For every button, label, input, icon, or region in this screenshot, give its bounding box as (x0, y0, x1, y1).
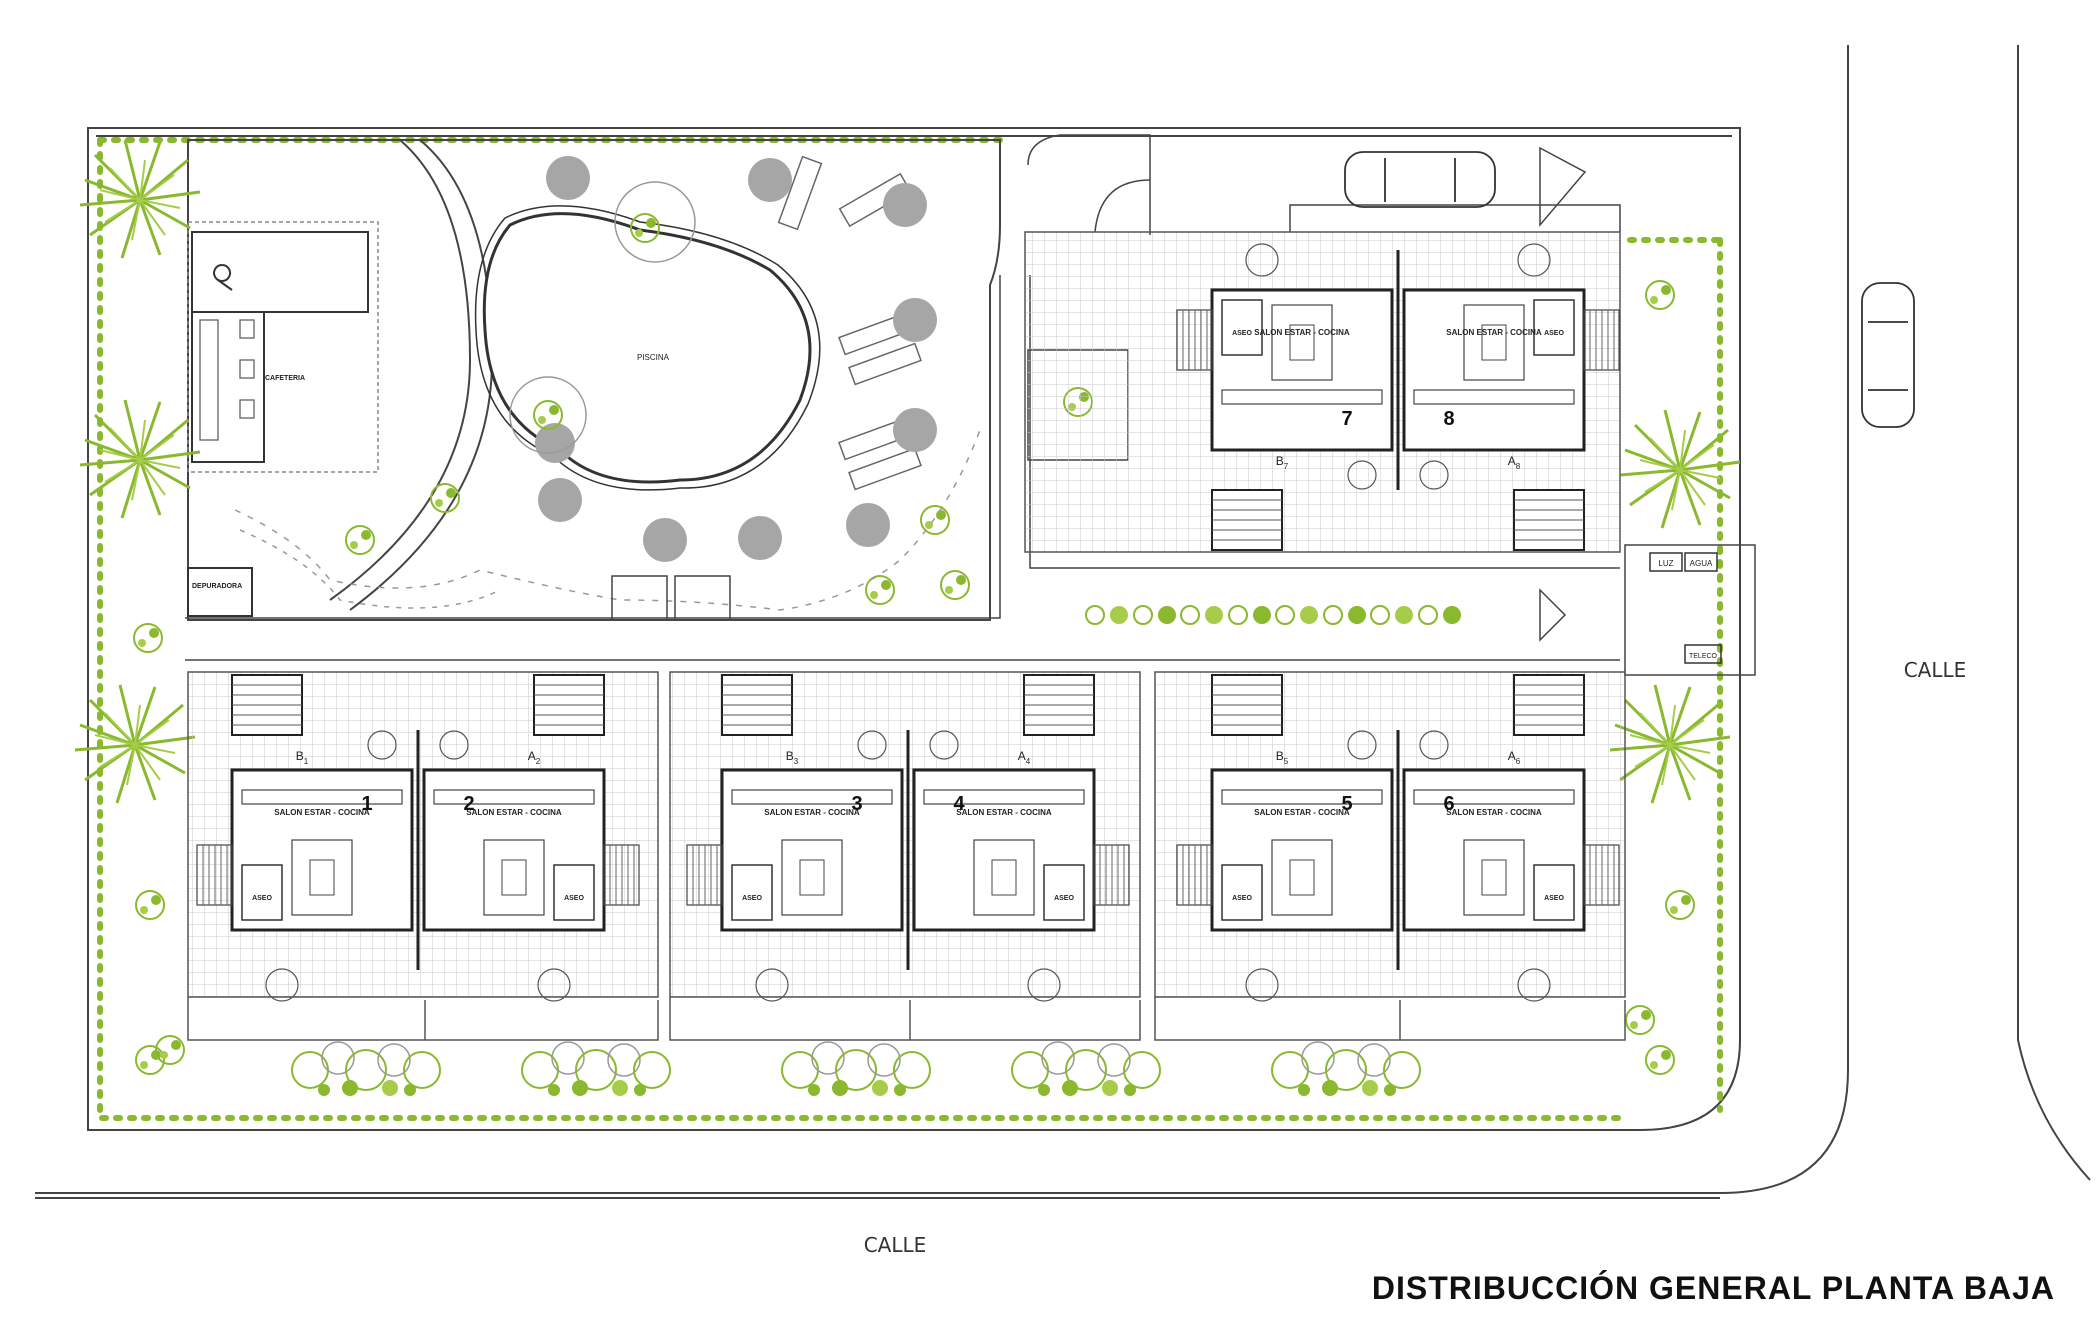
utility-telecom-label: TELECO (1689, 653, 1718, 660)
unit-number: 5 (1341, 793, 1352, 815)
room-label-toilet: ASEO (564, 895, 584, 902)
treatment-room: DEPURADORA (187, 567, 253, 617)
room-label-toilet: ASEO (252, 895, 272, 902)
car-top (1344, 151, 1496, 208)
room-label-living: SALON ESTAR - COCINA (956, 808, 1052, 817)
room-label-toilet: ASEO (742, 895, 762, 902)
street-outlines (35, 45, 2091, 1199)
unit-number: 3 (851, 793, 862, 815)
utility-water-label: AGUA (1690, 559, 1713, 568)
unit-number: 4 (953, 793, 965, 815)
room-label-living: SALON ESTAR - COCINA (1254, 328, 1350, 337)
room-label-toilet: ASEO (1544, 330, 1564, 337)
room-label-toilet: ASEO (1054, 895, 1074, 902)
sunbeds (777, 155, 922, 491)
street-label-bottom: CALLE (864, 1233, 927, 1257)
room-label-toilet: ASEO (1544, 895, 1564, 902)
room-label-toilet: ASEO (1232, 330, 1252, 337)
room-label-living: SALON ESTAR - COCINA (1254, 808, 1350, 817)
unit-number: 8 (1443, 408, 1454, 430)
pool-label: PISCINA (637, 353, 670, 362)
cafe-block: CAFETERIA (187, 221, 379, 473)
utility-power-label: LUZ (1658, 559, 1673, 568)
pool-steps (611, 575, 731, 621)
pool-garden: PISCINA (187, 139, 1001, 621)
room-label-living: SALON ESTAR - COCINA (274, 808, 370, 817)
room-label-living: SALON ESTAR - COCINA (1446, 808, 1542, 817)
room-label-living: SALON ESTAR - COCINA (466, 808, 562, 817)
pool-outline (482, 212, 812, 484)
car-right (1861, 282, 1915, 428)
room-label-living: SALON ESTAR - COCINA (764, 808, 860, 817)
unit-number: 6 (1443, 793, 1454, 815)
cafe-label: CAFETERIA (265, 375, 305, 382)
treatment-label: DEPURADORA (192, 583, 242, 590)
garden-rockery (234, 429, 981, 611)
plan-title: DISTRIBUCCIÓN GENERAL PLANTA BAJA (1371, 1270, 2055, 1306)
room-label-toilet: ASEO (1232, 895, 1252, 902)
street-label-right: CALLE (1904, 658, 1967, 682)
room-label-living: SALON ESTAR - COCINA (1446, 328, 1542, 337)
pool-plants (345, 181, 970, 605)
utility-box: LUZ AGUA TELECO (1624, 544, 1756, 676)
unit-number: 1 (361, 793, 372, 815)
site-boundary (87, 127, 1741, 1131)
parking (1027, 134, 1915, 428)
unit-number: 2 (463, 793, 474, 815)
unit-number: 7 (1341, 408, 1352, 430)
